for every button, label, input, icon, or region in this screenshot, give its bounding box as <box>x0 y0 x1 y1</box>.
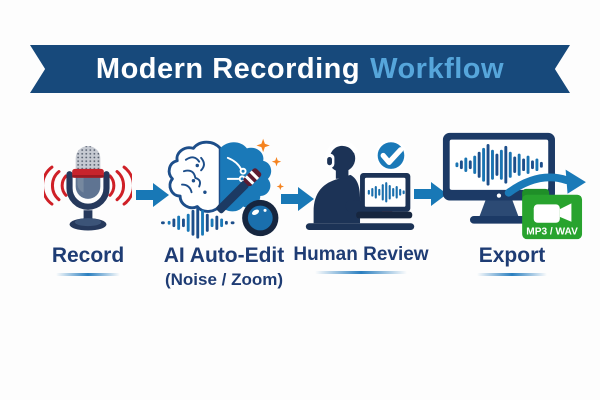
sparkles-icon <box>256 138 284 190</box>
waveform-icon <box>161 206 235 239</box>
file-folder-icon: MP3 / WAV <box>522 188 583 240</box>
step-ai-auto-edit: AI Auto-Edit (Noise / Zoom) <box>158 134 290 290</box>
sound-waves-icon <box>44 165 132 206</box>
export-svg: MP3 / WAV <box>442 132 586 240</box>
export-icon: MP3 / WAV <box>437 132 587 240</box>
export-arrow-icon <box>504 169 586 197</box>
step-sublabel-noise-zoom: (Noise / Zoom) <box>164 270 284 289</box>
file-format-badge: MP3 / WAV <box>526 226 578 237</box>
title-banner: Modern Recording Workflow <box>30 45 570 93</box>
banner-title-main: Modern Recording <box>95 52 361 85</box>
laptop-waveform-icon <box>367 181 405 202</box>
person-silhouette-icon <box>313 144 387 223</box>
right-arrow-icon <box>281 187 314 211</box>
step-human-review: Human Review <box>293 134 429 274</box>
label-underline <box>56 273 120 276</box>
laptop-icon <box>356 172 413 218</box>
step-record: Record <box>32 134 144 276</box>
ai-svg <box>161 138 284 239</box>
zoom-lens-icon <box>242 199 279 236</box>
right-arrow-icon <box>414 182 447 206</box>
banner-title-accent: Workflow <box>370 52 505 85</box>
video-camera-icon <box>533 203 572 223</box>
magic-wand-icon <box>216 167 262 213</box>
microphone-icon <box>44 134 132 238</box>
ai-brain-wand-icon <box>161 134 287 239</box>
human-review-icon <box>302 134 420 238</box>
step-label-record: Record <box>51 244 125 267</box>
check-badge-icon <box>375 139 407 171</box>
human-review-svg <box>305 139 415 230</box>
headphones-icon <box>324 140 358 168</box>
step-label-human-review: Human Review <box>293 244 429 265</box>
step-export: MP3 / WAV Export <box>436 132 588 276</box>
microphone-svg <box>44 145 132 230</box>
desk-bar <box>305 222 415 230</box>
monitor-waveform-icon <box>455 143 543 186</box>
right-arrow-icon <box>136 183 169 207</box>
label-underline <box>477 273 547 276</box>
step-label-ai-auto-edit: AI Auto-Edit <box>163 244 285 267</box>
label-underline <box>315 271 407 274</box>
step-label-export: Export <box>478 244 546 267</box>
